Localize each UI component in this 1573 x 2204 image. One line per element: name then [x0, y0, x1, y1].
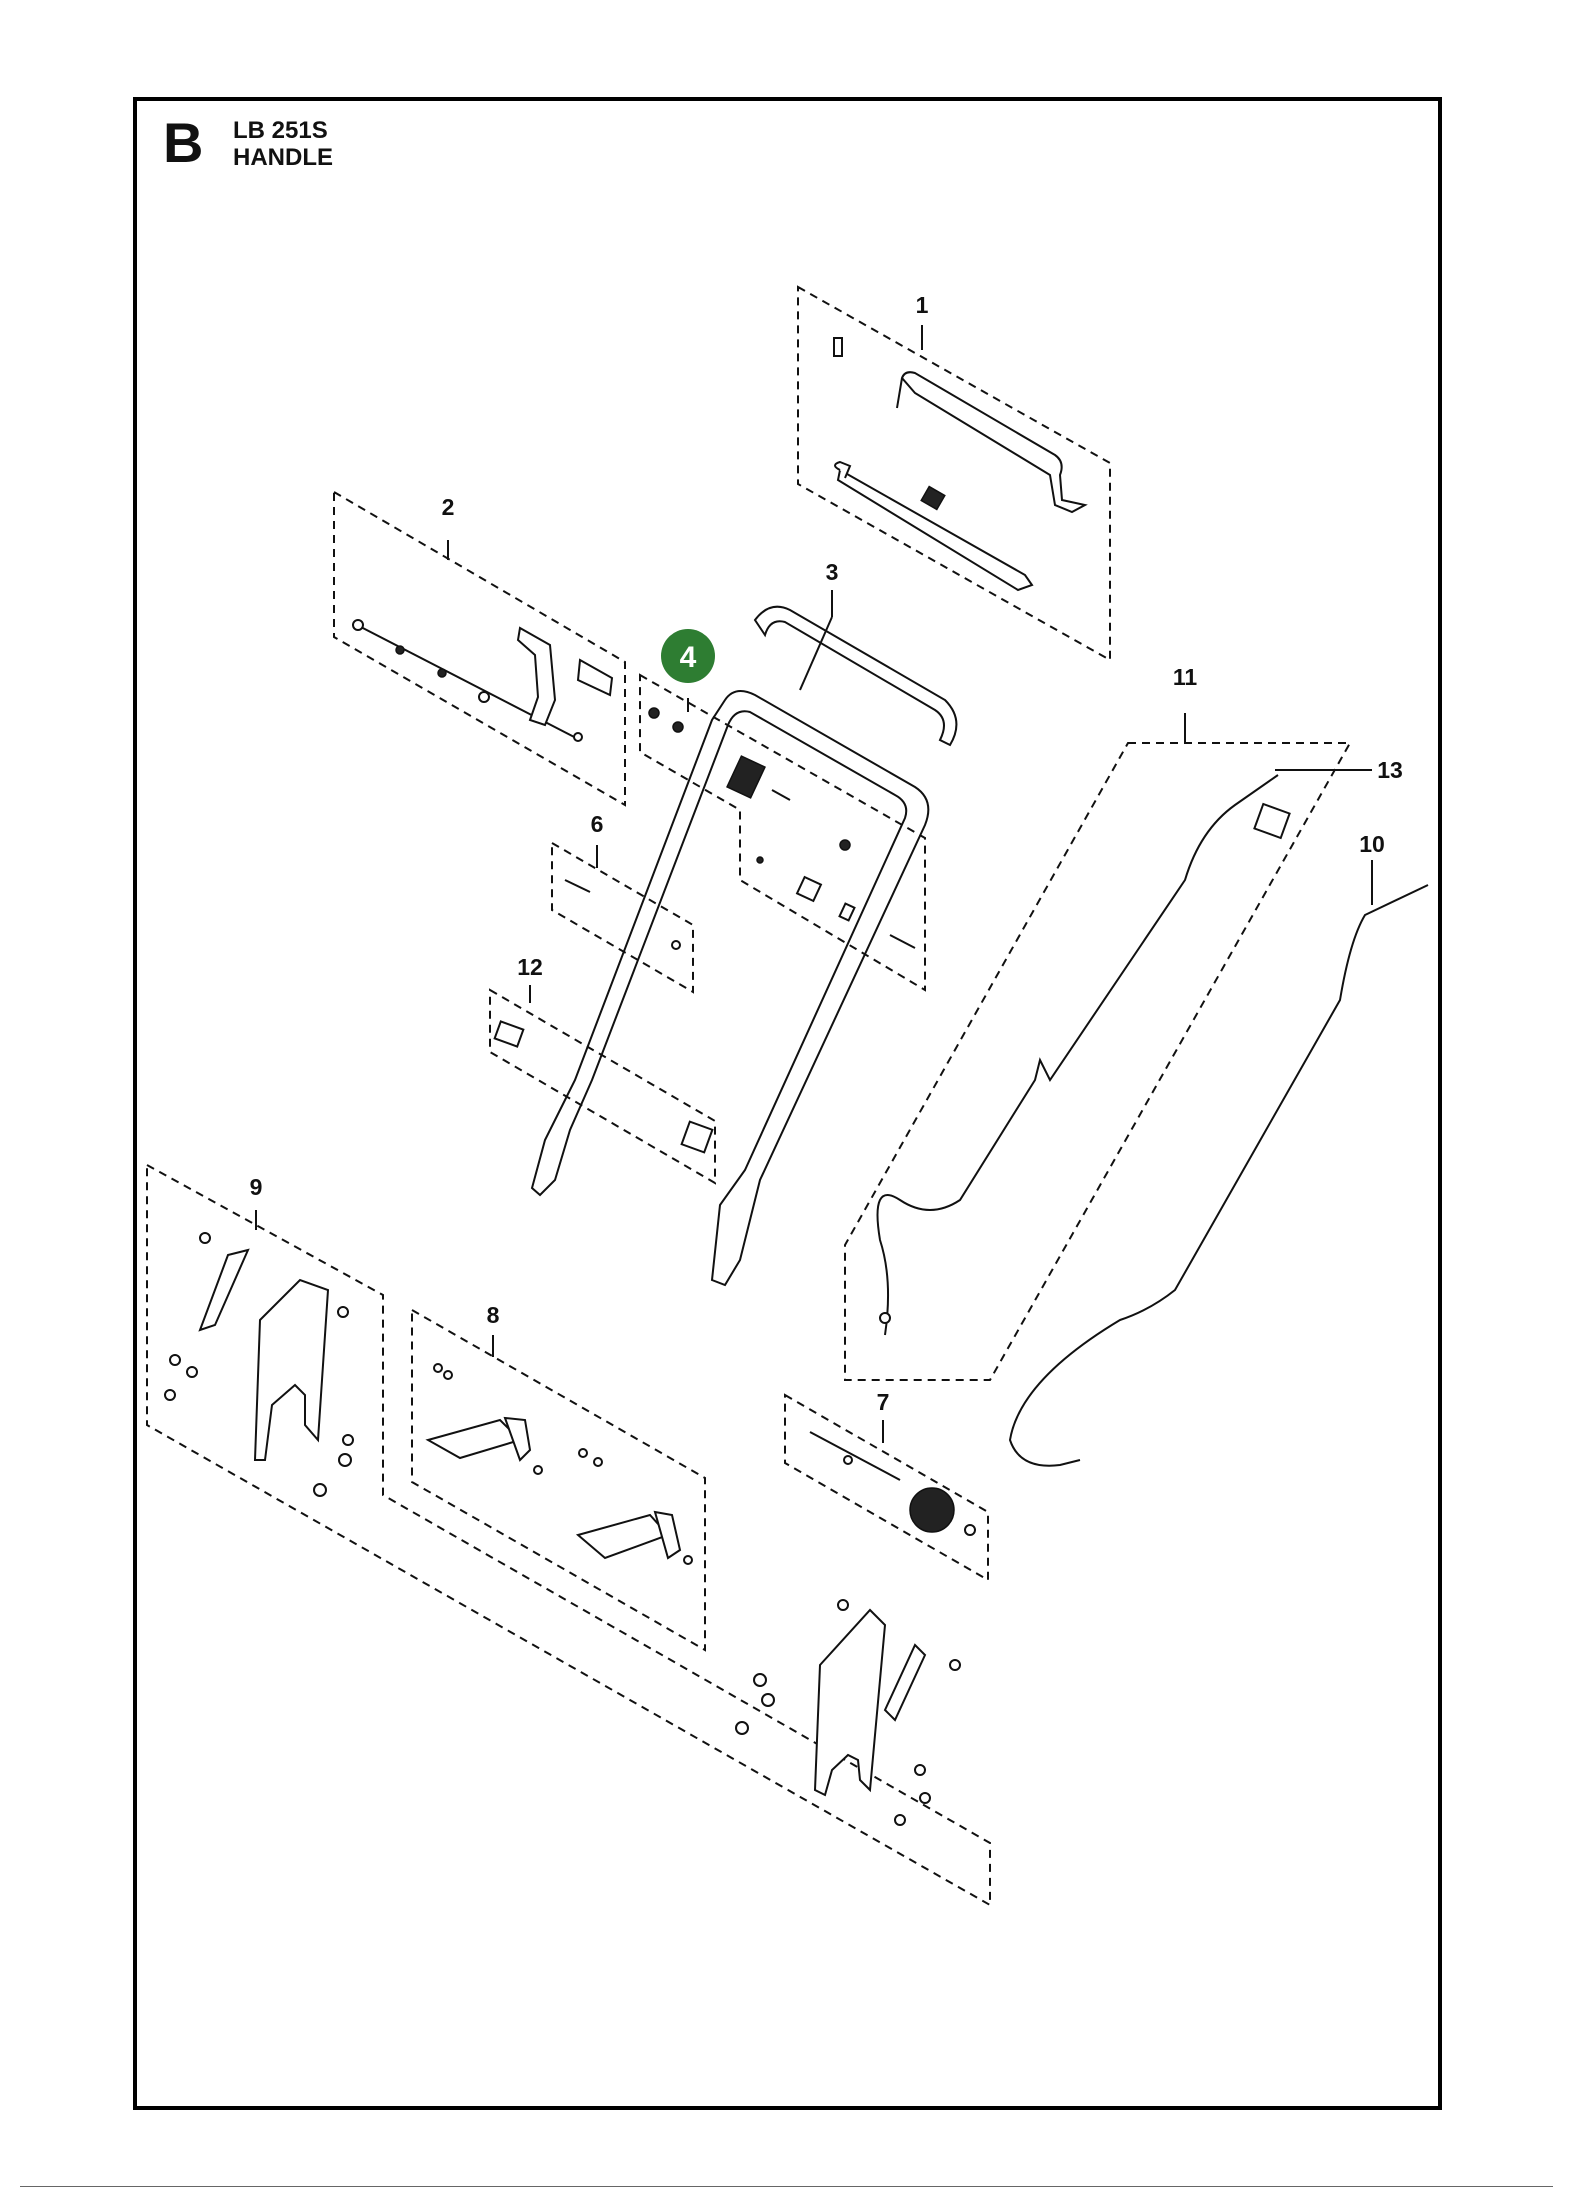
callout-8: 8	[487, 1302, 500, 1328]
part-group-13[interactable]: 13	[1253, 757, 1403, 840]
callout-3: 3	[826, 559, 839, 585]
model-name: LB 251S	[233, 117, 328, 144]
callout-6: 6	[591, 811, 604, 837]
part-group-2[interactable]: 2	[333, 490, 626, 807]
callout-4: 4	[680, 641, 697, 674]
part-group-1[interactable]: 1	[797, 285, 1111, 662]
callout-2: 2	[442, 494, 455, 520]
part-group-9[interactable]: 9	[146, 1163, 991, 1907]
part-group-6[interactable]: 6	[551, 811, 694, 994]
part-3-handle-bar[interactable]: 3	[753, 559, 958, 747]
section-letter: B	[163, 111, 204, 174]
handle-frame[interactable]	[530, 690, 930, 1287]
part-group-4[interactable]: 4	[639, 629, 926, 992]
part-group-10[interactable]: 10	[1008, 831, 1429, 1467]
callout-13: 13	[1377, 757, 1403, 783]
part-group-7[interactable]: 7	[784, 1389, 989, 1582]
callout-1: 1	[916, 292, 929, 318]
part-group-12[interactable]: 12	[489, 954, 716, 1185]
footer-rule	[20, 2186, 1553, 2187]
callout-10: 10	[1359, 831, 1385, 857]
part-group-11[interactable]: 11	[844, 664, 1352, 1381]
callout-9: 9	[250, 1174, 263, 1200]
callout-7: 7	[877, 1389, 890, 1415]
clip	[833, 337, 843, 357]
highlight-badge	[661, 629, 715, 683]
drawing-frame	[133, 97, 1442, 2110]
assembly-name: HANDLE	[233, 144, 333, 171]
right-bracket[interactable]	[735, 1599, 961, 1826]
callout-12: 12	[517, 954, 543, 980]
callout-11: 11	[1173, 664, 1198, 690]
part-group-8[interactable]: 8	[411, 1302, 706, 1652]
